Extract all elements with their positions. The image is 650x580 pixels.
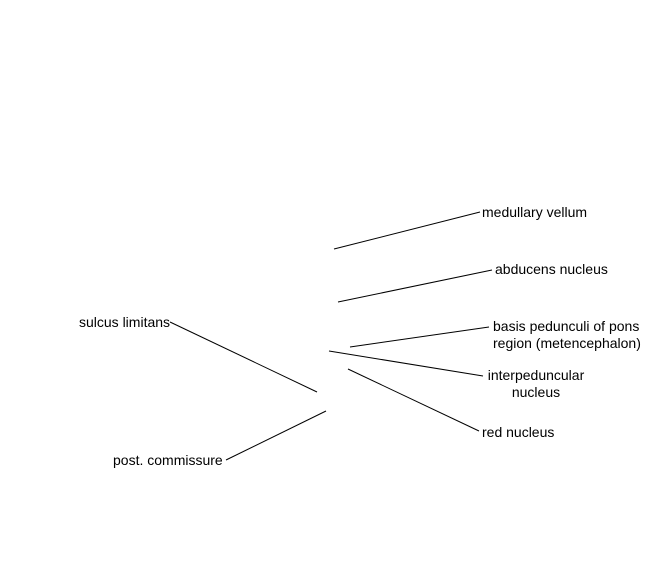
label-medullary-vellum: medullary vellum	[482, 204, 588, 220]
leader-line-abducens-nucleus	[337, 269, 493, 303]
leader-line-interpeduncular-nucleus	[328, 350, 484, 377]
label-sulcus-limitans: sulcus limitans	[79, 314, 171, 330]
leader-line-sulcus-limitans	[169, 321, 318, 393]
label-red-nucleus: red nucleus	[482, 424, 555, 440]
label-post-commissure: post. commissure	[113, 452, 223, 468]
label-interpeduncular-line-1: interpeduncular	[487, 367, 585, 383]
label-interpeduncular-line-2: nucleus	[511, 384, 561, 400]
label-abducens-nucleus: abducens nucleus	[495, 261, 608, 277]
leader-line-medullary-vellum	[333, 211, 481, 250]
leader-line-basis-pedunculi	[349, 326, 490, 348]
leader-line-red-nucleus	[347, 368, 480, 432]
leader-line-post-commissure	[225, 410, 327, 461]
label-interpeduncular-nucleus: interpeduncular nucleus	[486, 367, 586, 401]
label-basis-pedunculi-line-1: basis pedunculi of pons	[493, 318, 640, 334]
label-basis-pedunculi-line-2: region (metencephalon)	[493, 335, 641, 351]
label-basis-pedunculi: basis pedunculi of pons region (metencep…	[493, 318, 641, 352]
